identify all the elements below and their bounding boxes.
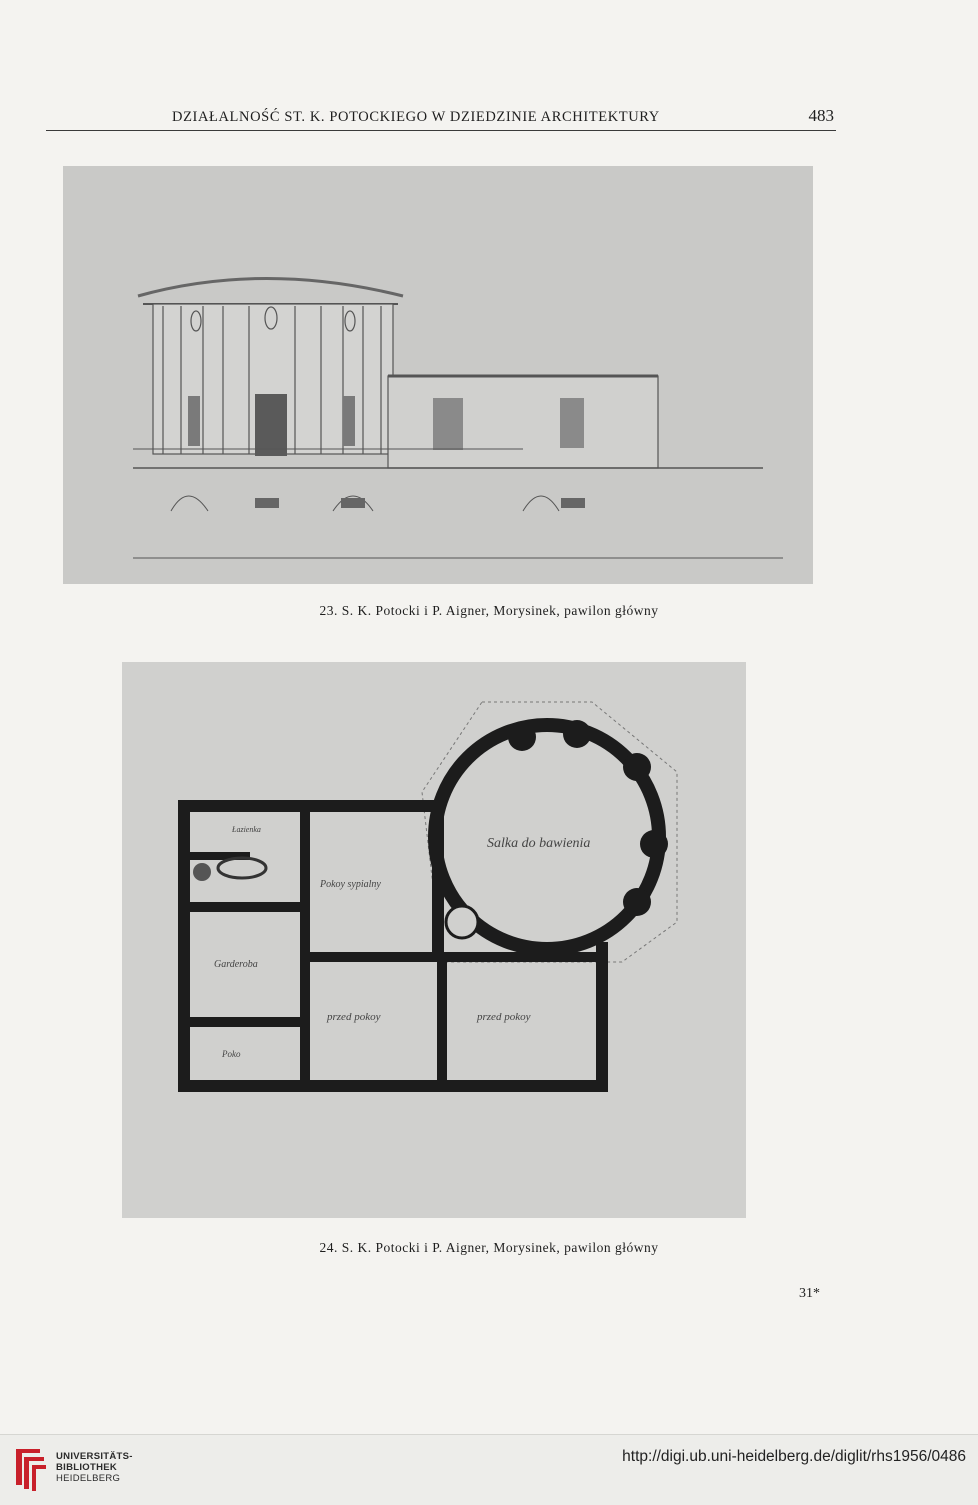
library-logo-icon [16, 1449, 46, 1491]
plan-label-lazienka: Łazienka [231, 825, 261, 834]
footer-bar: UNIVERSITÄTS- BIBLIOTHEK HEIDELBERG http… [0, 1434, 978, 1505]
plan-label-garderoba: Garderoba [214, 959, 258, 970]
library-name-line3: HEIDELBERG [56, 1473, 121, 1484]
library-name-line2: BIBLIOTHEK [56, 1462, 118, 1473]
page-number: 483 [808, 106, 835, 125]
library-name: UNIVERSITÄTS- BIBLIOTHEK HEIDELBERG [56, 1451, 133, 1484]
floor-plan-image: Salka do bawienia Pokoy sypialny Gardero… [122, 662, 746, 1218]
plan-label-przedpokoy-1: przed pokoy [326, 1011, 381, 1023]
plan-label-przedpokoy-2: przed pokoy [476, 1011, 531, 1023]
running-title: DZIAŁALNOŚĆ ST. K. POTOCKIEGO W DZIEDZIN… [172, 109, 660, 125]
figure-23-caption: 23. S. K. Potocki i P. Aigner, Morysinek… [319, 603, 659, 618]
figure-24-caption: 24. S. K. Potocki i P. Aigner, Morysinek… [319, 1240, 659, 1255]
library-name-line1: UNIVERSITÄTS- [56, 1451, 133, 1462]
running-head: DZIAŁALNOŚĆ ST. K. POTOCKIEGO W DZIEDZIN… [46, 106, 836, 131]
scanned-page: DZIAŁALNOŚĆ ST. K. POTOCKIEGO W DZIEDZIN… [46, 106, 836, 1301]
plan-label-pokoj: Poko [221, 1049, 241, 1059]
signature-mark: 31* [799, 1286, 820, 1301]
elevation-drawing-image [63, 166, 813, 584]
figure-24-floor-plan: Salka do bawienia Pokoy sypialny Gardero… [122, 662, 746, 1218]
plan-label-sypialny: Pokoy sypialny [319, 879, 381, 890]
figure-23-elevation-drawing [63, 166, 813, 584]
footer-url-link[interactable]: http://digi.ub.uni-heidelberg.de/diglit/… [622, 1448, 966, 1465]
plan-label-salka: Salka do bawienia [487, 836, 590, 851]
